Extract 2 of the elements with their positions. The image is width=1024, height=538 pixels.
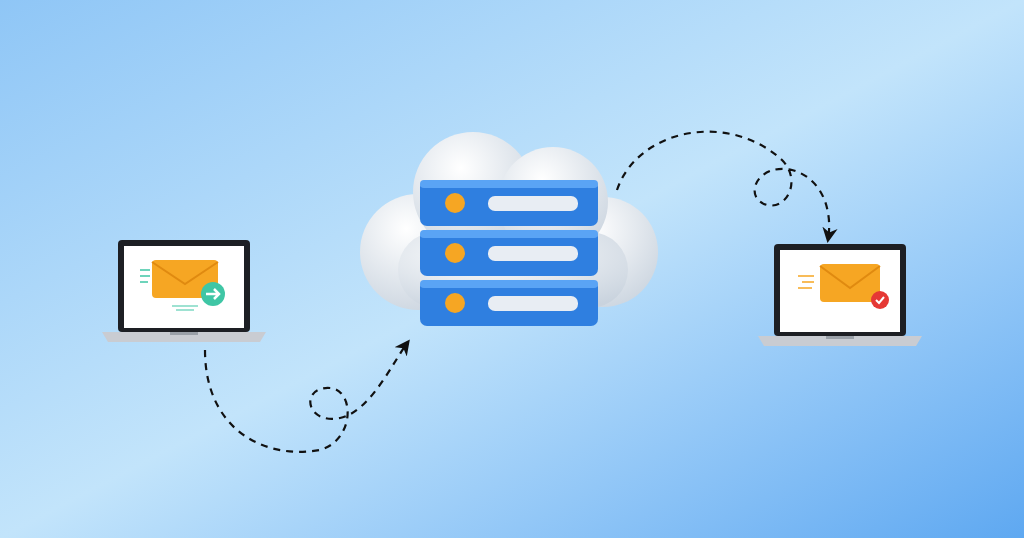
dashed-arrow	[616, 130, 838, 244]
dashed-arrow	[203, 339, 410, 453]
